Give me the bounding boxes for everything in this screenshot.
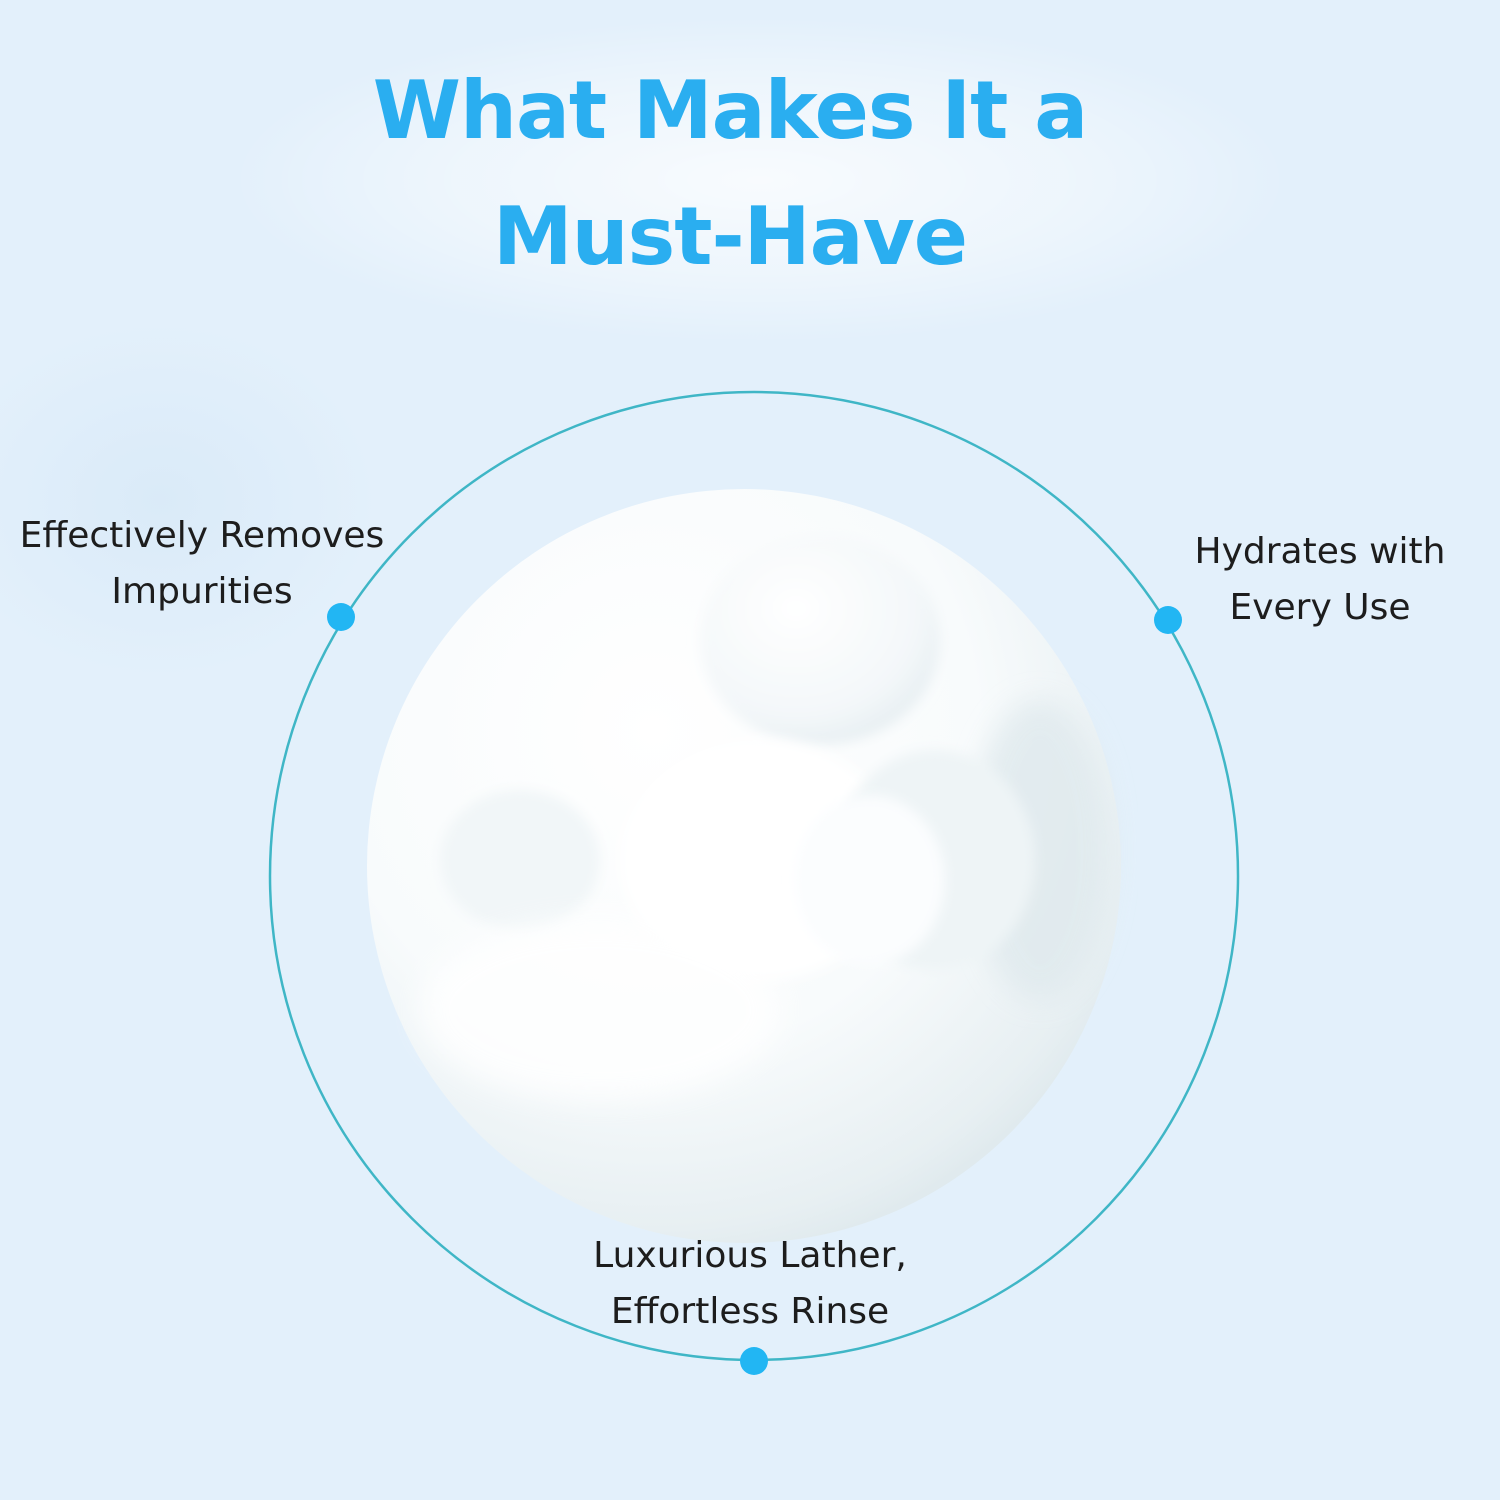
title-line-1: What Makes It a: [372, 64, 1089, 157]
feature-left-line-1: Effectively Removes: [19, 515, 385, 556]
feature-dot-left: [327, 603, 355, 631]
feature-bottom-line-1: Luxurious Lather,: [593, 1235, 907, 1276]
title-background-glow: [240, 20, 1280, 340]
title-line-2: Must-Have: [493, 190, 968, 283]
feature-label-left: Effectively Removes Impurities: [4, 508, 400, 620]
left-background-glow: [0, 320, 380, 680]
feature-bottom-line-2: Effortless Rinse: [610, 1291, 890, 1332]
feature-left-line-2: Impurities: [111, 571, 293, 612]
feature-dot-bottom: [740, 1347, 768, 1375]
feature-label-bottom: Luxurious Lather, Effortless Rinse: [540, 1228, 960, 1340]
feature-right-line-2: Every Use: [1229, 587, 1411, 628]
feature-dot-right: [1154, 606, 1182, 634]
foam-image: [367, 489, 1121, 1243]
feature-right-line-1: Hydrates with: [1194, 531, 1446, 572]
page-title: What Makes It a Must-Have: [0, 48, 1460, 300]
feature-label-right: Hydrates with Every Use: [1170, 524, 1470, 636]
